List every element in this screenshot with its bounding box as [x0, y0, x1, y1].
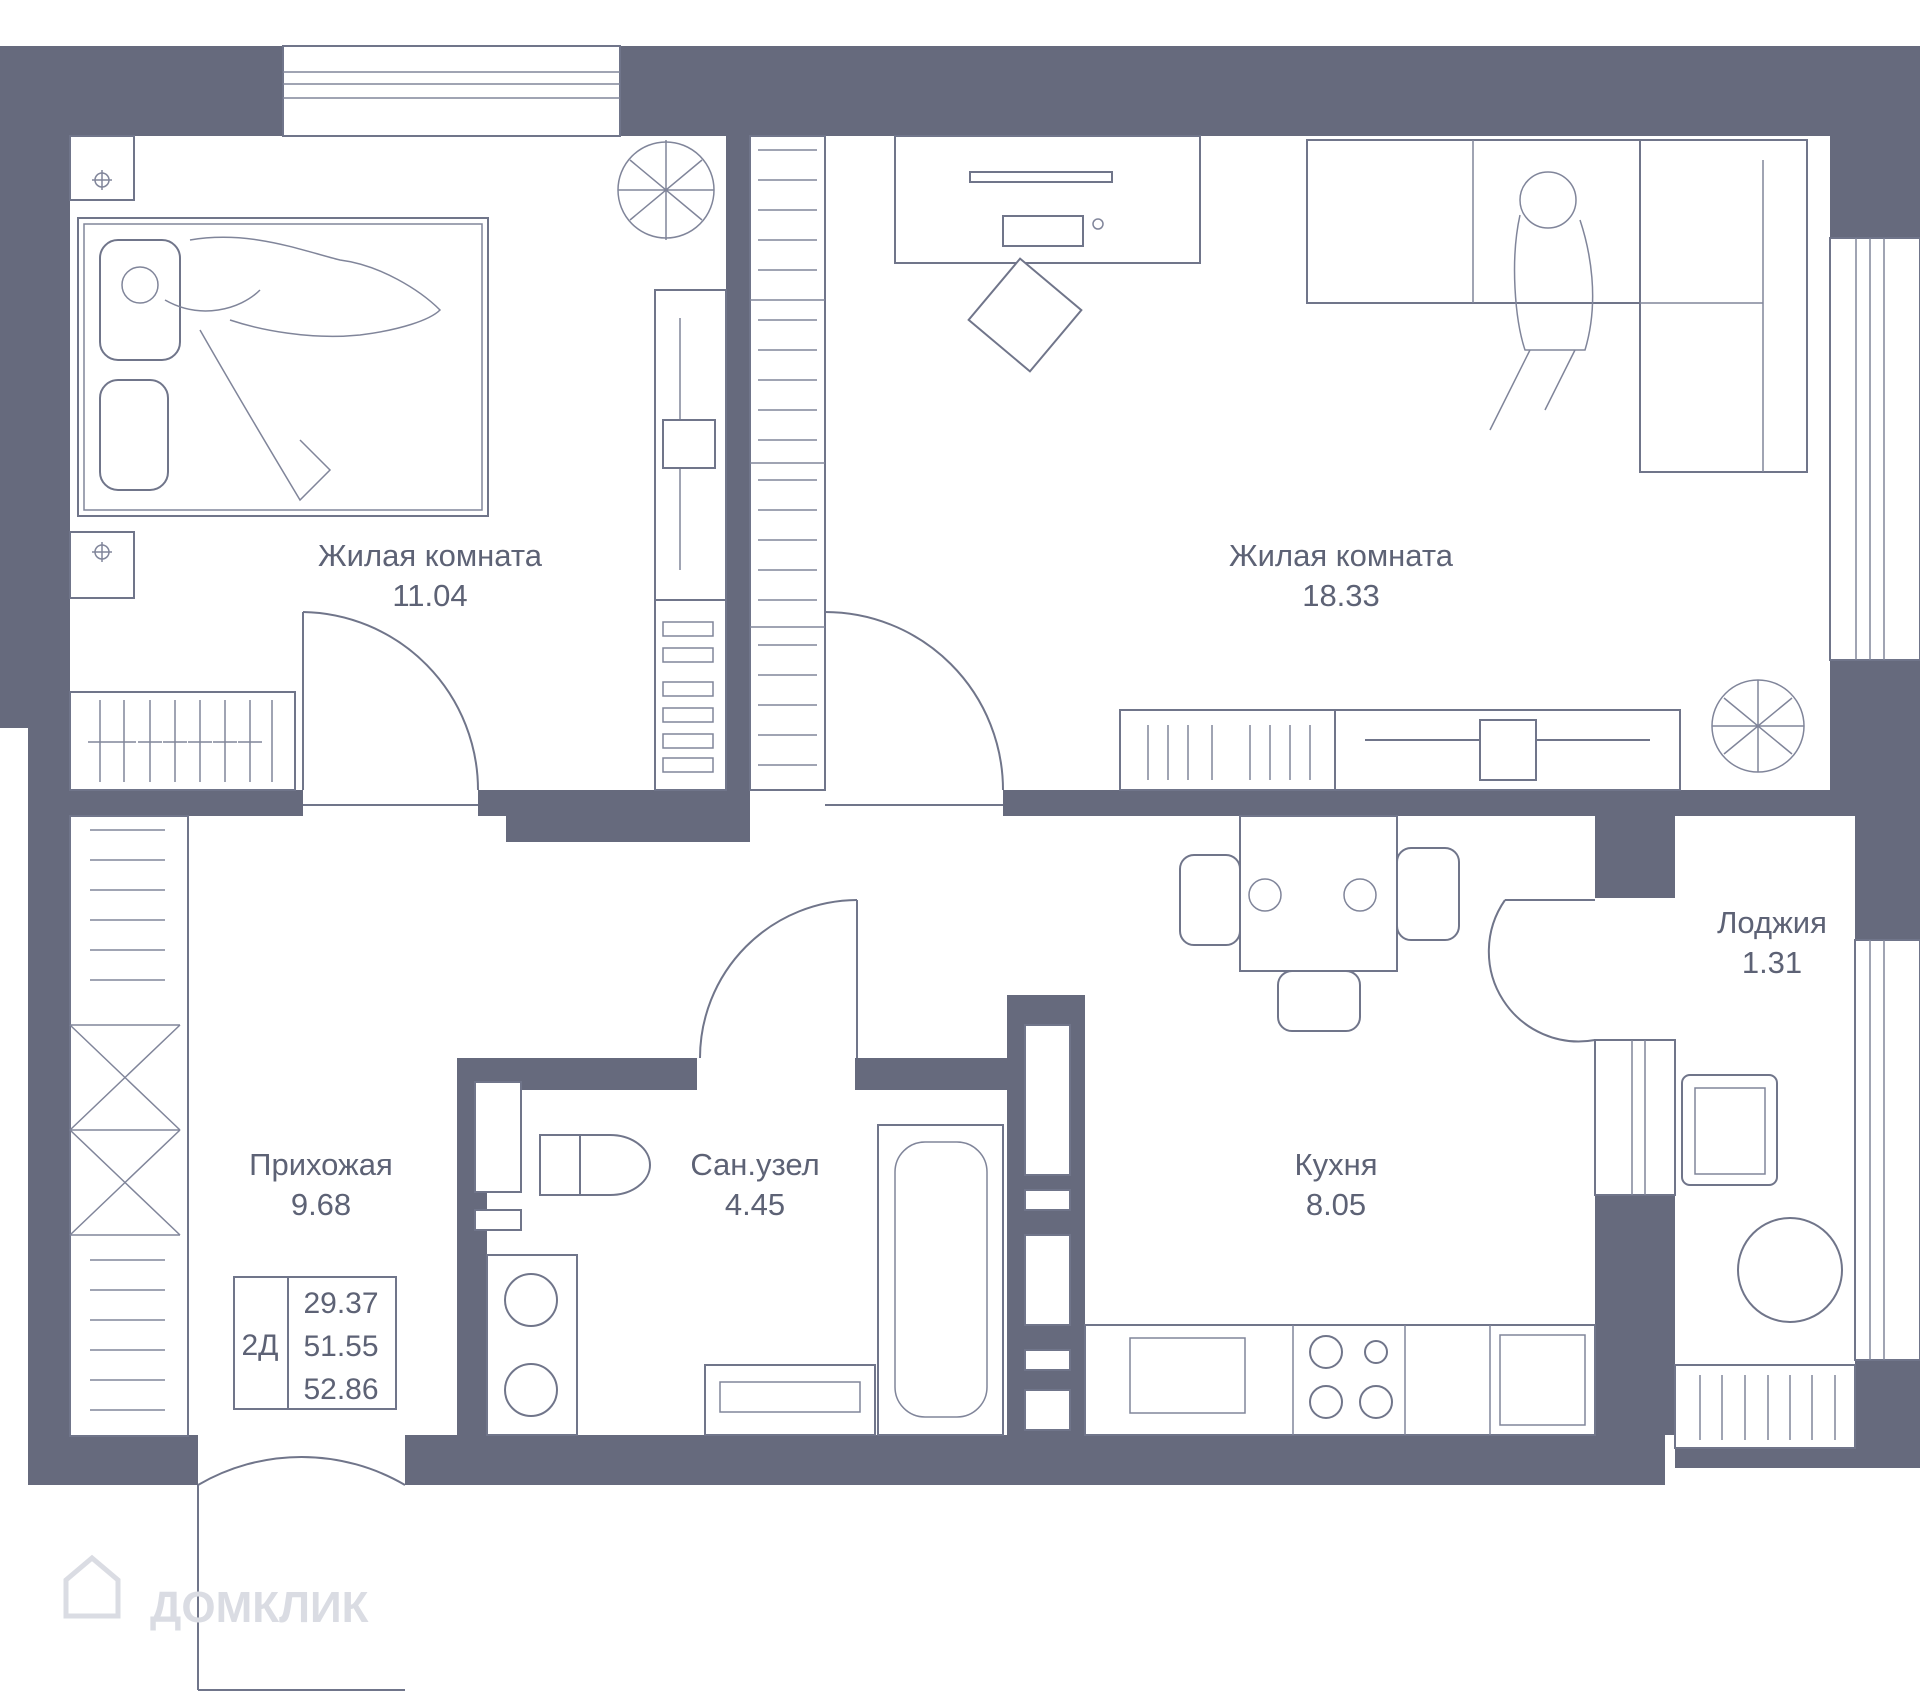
room-name: Жилая комната	[318, 538, 543, 573]
room-area: 11.04	[392, 578, 467, 613]
room-area: 1.31	[1742, 945, 1802, 980]
walls	[0, 46, 1920, 1485]
room-area: 18.33	[1302, 578, 1380, 613]
living-room-furniture	[749, 135, 1808, 791]
watermark-text: ДОМКЛИК	[150, 1583, 369, 1632]
total-area: 51.55	[303, 1330, 378, 1363]
bathtub	[877, 1124, 1004, 1436]
chair	[967, 257, 1083, 373]
sink-cabinet	[704, 1364, 876, 1436]
room-name: Лоджия	[1717, 905, 1827, 940]
bedroom-furniture	[69, 135, 727, 791]
loggia-wardrobe	[1674, 1364, 1856, 1449]
room-area: 4.45	[725, 1187, 785, 1222]
loggia-furniture	[1674, 1074, 1856, 1449]
kitchen-furniture	[1084, 815, 1596, 1436]
washing-machine	[486, 1254, 578, 1436]
living-area: 29.37	[303, 1287, 378, 1320]
windows	[282, 45, 1920, 1361]
room-area: 8.05	[1306, 1187, 1366, 1222]
plant-icon	[1711, 679, 1805, 773]
toilet	[539, 1134, 581, 1196]
hallway-furniture	[69, 815, 189, 1437]
hall-wardrobe	[69, 815, 189, 1437]
room-name: Жилая комната	[1229, 538, 1454, 573]
area-info-box: 2Д 29.37 51.55 52.86	[233, 1276, 397, 1410]
total-area-with-loggia: 52.86	[303, 1373, 378, 1406]
kitchen-counter	[1084, 1324, 1596, 1436]
armchair	[1681, 1074, 1778, 1186]
apartment-type: 2Д	[241, 1329, 278, 1362]
bedroom-wardrobe	[69, 691, 296, 791]
dining-table	[1239, 815, 1398, 972]
room-area: 9.68	[291, 1187, 351, 1222]
room-name: Кухня	[1295, 1147, 1378, 1182]
bathroom-furniture	[474, 1024, 1071, 1436]
room-name: Сан.узел	[690, 1147, 819, 1182]
watermark-logo: ДОМКЛИК	[63, 1554, 369, 1632]
plant-icon	[617, 140, 715, 240]
room-name: Прихожая	[249, 1147, 393, 1182]
room-labels: Жилая комната 11.04 Жилая комната 18.33 …	[249, 538, 1827, 1222]
